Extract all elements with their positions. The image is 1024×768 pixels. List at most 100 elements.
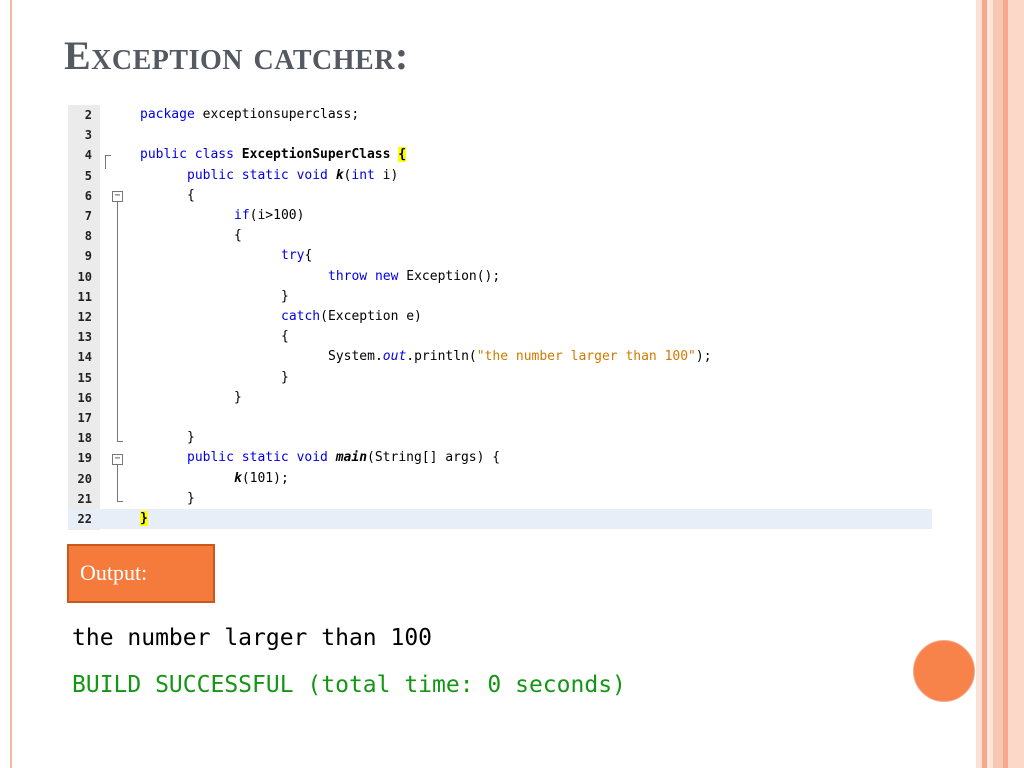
fold-marker [117,202,118,441]
code-token: try [281,248,305,264]
code-token: { [187,187,195,203]
code-token: (i>100) [249,208,305,223]
decor-stripe [987,0,993,768]
console-output-line: the number larger than 100 [72,625,433,651]
line-number: 21 [77,491,92,506]
code-line: 2 package exceptionsuperclass; [68,105,932,125]
code-token: ExceptionSuperClass [233,147,399,163]
code-token: } [234,389,242,405]
code-line: 18 } [68,428,932,448]
line-number: 19 [77,451,92,466]
slide-title: Exception catcher: [64,33,409,78]
fold-marker [105,155,111,156]
line-number: 5 [84,168,92,183]
line-number: 18 [77,431,92,446]
build-status-line: BUILD SUCCESSFUL (total time: 0 seconds) [72,672,626,698]
code-token: public static void [187,450,328,466]
code-token: } [187,430,195,446]
decor-stripe [993,0,1003,768]
code-token: { [304,248,313,264]
line-number: 11 [77,289,92,304]
code-line: 12 catch(Exception e) [68,307,932,327]
decor-stripe [1003,0,1008,768]
code-line: 14 System.out.println("the number larger… [68,347,932,367]
line-number: 15 [77,370,92,385]
code-token: { [234,228,242,244]
line-number: 4 [84,148,92,163]
fold-marker [117,501,123,502]
code-token: out [382,349,407,365]
code-token: } [281,369,289,385]
line-number: 17 [77,411,92,425]
code-line-current: 22 } [68,509,932,530]
code-token: main [335,450,368,466]
code-token: { [398,147,407,163]
line-number: 3 [84,128,92,143]
code-line: 20 k(101); [68,469,932,489]
code-token: k [335,167,344,183]
line-number: 9 [84,249,92,264]
output-label: Output: [80,560,148,585]
decor-stripe [1008,0,1024,768]
line-number: 2 [84,108,92,122]
code-line: 11 } [68,287,932,307]
code-token: Exception(); [398,268,501,284]
code-token: throw new [328,268,399,284]
decor-circle [913,640,975,702]
code-line: 13 { [68,327,932,347]
code-line: 3 [68,125,932,145]
code-token: if [234,208,250,223]
fold-marker [105,155,106,169]
line-number: 12 [77,310,92,324]
code-token: "the number larger than 100" [476,349,696,365]
line-number: 22 [77,512,92,526]
line-number-gutter [68,105,100,530]
code-token: exceptionsuperclass; [194,107,360,122]
code-token: k [234,470,242,486]
line-number: 10 [77,269,92,284]
code-token: (101); [241,470,289,486]
code-line: 21 } [68,489,932,509]
code-line: 16 } [68,388,932,408]
line-number: 16 [77,390,92,405]
code-line: 17 [68,408,932,428]
code-line: 15 } [68,368,932,388]
code-line: 6 { [68,186,932,206]
line-number: 14 [77,350,92,365]
fold-marker [117,465,118,501]
code-token: } [140,511,148,526]
code-token: public static void [187,167,328,183]
code-line: 4 public class ExceptionSuperClass { [68,145,932,165]
decor-stripe [976,0,982,768]
code-line: 19 public static void main(String[] args… [68,448,932,468]
code-line: 5 public static void k(int i) [68,166,932,186]
code-token: (Exception e) [320,309,422,324]
code-token: ( [343,167,352,183]
line-number: 20 [77,471,92,486]
code-line: 10 throw new Exception(); [68,267,932,287]
code-token: package [140,107,195,122]
code-line: 9 try{ [68,246,932,266]
fold-marker [117,441,123,442]
code-token: int [351,167,375,183]
code-token: i) [374,167,399,183]
code-token: .println( [406,349,477,365]
code-token: } [281,288,289,304]
code-token: { [281,329,289,345]
code-token: ); [695,349,712,365]
line-number: 7 [84,209,92,223]
fold-toggle-icon[interactable]: − [112,454,123,465]
code-token: System. [328,349,383,365]
fold-toggle-icon[interactable]: − [112,191,123,202]
code-line: 8 { [68,226,932,246]
decor-stripe [982,0,987,768]
code-line: 7 if(i>100) [68,206,932,226]
left-border-rule [10,0,12,768]
code-token: (String[] args) { [367,450,501,466]
line-number: 6 [84,188,92,203]
code-screenshot: − − 2 package exceptionsuperclass; 3 4 p… [68,105,932,530]
code-token: public class [140,147,234,163]
line-number: 8 [84,229,92,244]
code-token: catch [281,309,321,324]
output-label-box: Output: [67,544,215,603]
